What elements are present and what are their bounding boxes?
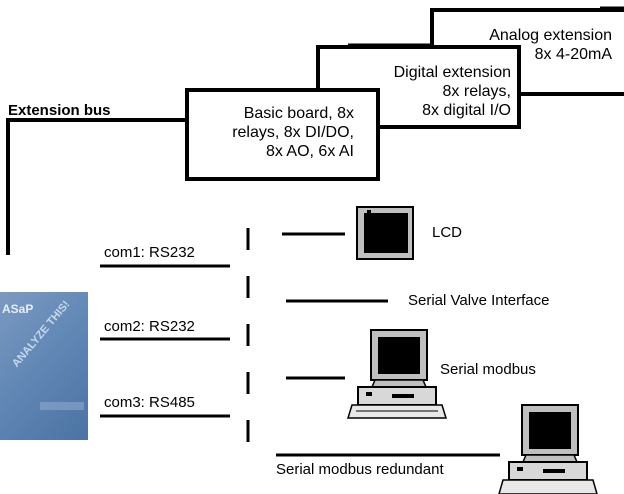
digital-line-2: 8x relays, — [442, 83, 511, 100]
device-brand: ASaP — [2, 302, 34, 316]
com3-label: com3: RS485 — [104, 394, 195, 411]
extension-bus-line — [6, 118, 188, 255]
basic-line-3: 8x AO, 6x AI — [265, 143, 354, 160]
analog-line-1: Analog extension — [489, 27, 612, 44]
digital-line-1: Digital extension — [393, 64, 511, 81]
digital-line-3: 8x digital I/O — [422, 102, 511, 119]
com1-label: com1: RS232 — [104, 244, 195, 261]
serial-valve-label: Serial Valve Interface — [408, 292, 550, 309]
digital-extension-box: Digital extension 8x relays, 8x digital … — [316, 45, 521, 129]
controller-device: ASaP ANALYZE THIS! — [0, 292, 88, 440]
basic-board-box: Basic board, 8x relays, 8x DI/DO, 8x AO,… — [185, 88, 380, 181]
lcd-label: LCD — [432, 224, 463, 241]
com2-label: com2: RS232 — [104, 318, 195, 335]
basic-line-2: relays, 8x DI/DO, — [232, 124, 354, 141]
serial-modbus-redundant-label: Serial modbus redundant — [276, 461, 444, 478]
basic-line-1: Basic board, 8x — [243, 105, 354, 122]
serial-modbus-label: Serial modbus — [440, 361, 536, 378]
extension-bus-label: Extension bus — [8, 102, 111, 119]
analog-line-2: 8x 4-20mA — [534, 46, 612, 63]
device-label-strip — [40, 402, 84, 410]
